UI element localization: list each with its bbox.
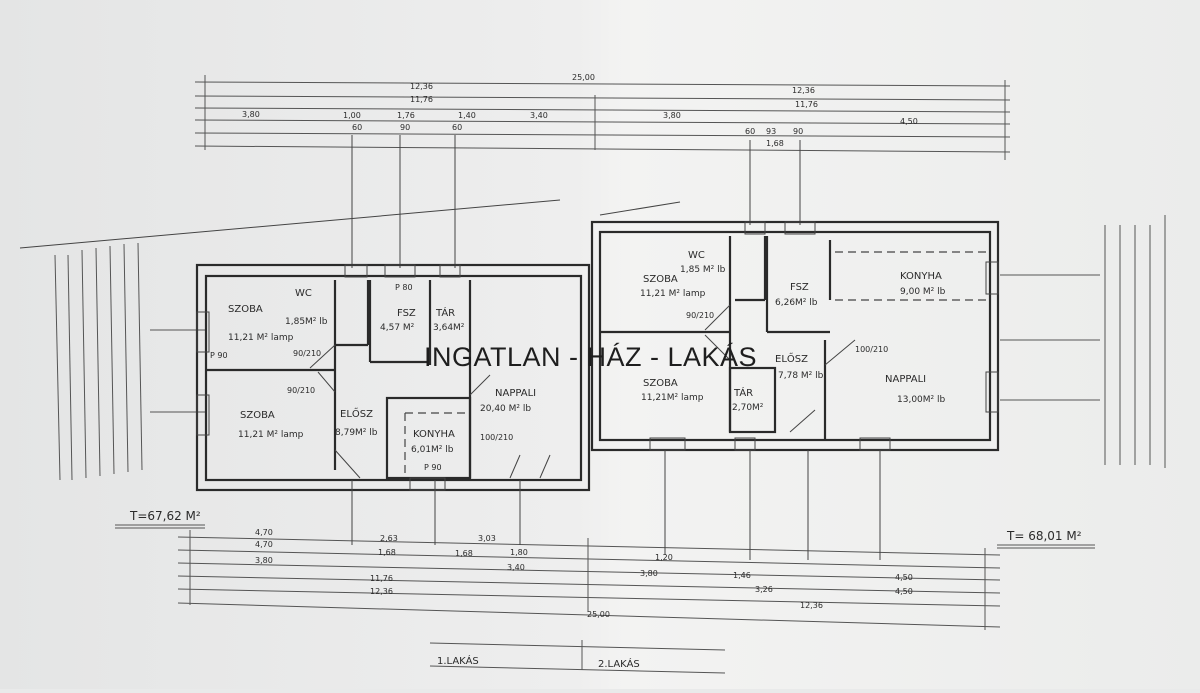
dim-label: 1,68 xyxy=(378,548,396,557)
room-name: KONYHA xyxy=(413,429,455,440)
room-name: NAPPALI xyxy=(495,388,536,399)
dim-label: 12,36 xyxy=(410,82,433,91)
dim-label: 4,50 xyxy=(895,587,913,596)
door-size: 100/210 xyxy=(855,345,888,354)
room-area: 6,26M² lb xyxy=(775,298,818,308)
door-size: 90/210 xyxy=(293,349,321,358)
dim-label: 11,76 xyxy=(410,95,433,104)
dim-label: 3,80 xyxy=(255,556,273,565)
room-area: 11,21 M² lamp xyxy=(228,333,294,343)
unit2-total-area: T= 68,01 M² xyxy=(1006,529,1082,543)
door-size: 90/210 xyxy=(686,311,714,320)
room-area: 7,78 M² lb xyxy=(778,371,824,381)
dim-label: 4,70 xyxy=(255,528,273,537)
bottom-dimension-lines xyxy=(115,450,1095,674)
room-name: FSZ xyxy=(397,308,416,319)
room-area: 13,00M² lb xyxy=(897,395,945,405)
dim-label: 12,36 xyxy=(792,86,815,95)
dim-label: 1,20 xyxy=(655,553,673,562)
room-name: SZOBA xyxy=(643,274,678,285)
room-name: TÁR xyxy=(435,306,455,319)
dim-label: 12,36 xyxy=(800,601,823,610)
dim-label: 3,40 xyxy=(530,111,548,120)
room-area: 11,21 M² lamp xyxy=(238,430,304,440)
dim-label: 60 xyxy=(745,127,755,136)
dim-label: 4,50 xyxy=(895,573,913,582)
dim-label: 1,76 xyxy=(397,111,415,120)
dim-label: 3,40 xyxy=(507,563,525,572)
unit1-total-area: T=67,62 M² xyxy=(129,509,201,523)
dim-label: 1,68 xyxy=(455,549,473,558)
room-name: WC xyxy=(295,288,312,299)
room-name: SZOBA xyxy=(240,410,275,421)
dim-label: 3,80 xyxy=(640,569,658,578)
dim-label: 1,00 xyxy=(343,111,361,120)
room-name: WC xyxy=(688,250,705,261)
room-area: 4,57 M² xyxy=(380,323,415,333)
room-area: 11,21 M² lamp xyxy=(640,289,706,299)
dim-label: 4,50 xyxy=(900,117,918,126)
room-name: NAPPALI xyxy=(885,374,926,385)
slope-line xyxy=(19,199,561,249)
room-name: TÁR xyxy=(733,386,753,399)
door-size: P 90 xyxy=(210,351,228,360)
dim-label: 3,80 xyxy=(242,110,260,119)
room-area: 20,40 M² lb xyxy=(480,404,531,414)
dim-label: 90 xyxy=(793,127,803,136)
dim-label: 11,76 xyxy=(795,100,818,109)
room-name: SZOBA xyxy=(228,304,263,315)
room-name: ELŐSZ xyxy=(340,406,373,420)
room-name: ELŐSZ xyxy=(775,351,808,365)
dim-label: 11,76 xyxy=(370,574,393,583)
dim-label: 1,46 xyxy=(733,571,751,580)
dim-label: 93 xyxy=(766,127,776,136)
dim-label: 60 xyxy=(452,123,462,132)
slope-line xyxy=(599,201,681,216)
door-size: P 90 xyxy=(424,463,442,472)
dim-label: 3,03 xyxy=(478,534,496,543)
room-area: 11,21M² lamp xyxy=(641,393,704,403)
unit2-walls xyxy=(590,220,1000,452)
top-dimension-lines xyxy=(194,75,1011,268)
room-area: 9,00 M² lb xyxy=(900,287,946,297)
dim-total-bottom: 25,00 xyxy=(587,610,610,619)
dim-label: 1,40 xyxy=(458,111,476,120)
unit1-label: 1.LAKÁS xyxy=(437,654,479,667)
dim-label: 3,26 xyxy=(755,585,773,594)
watermark-text: INGATLAN - HÁZ - LAKÁS xyxy=(424,342,757,372)
room-area: 6,01M² lb xyxy=(411,445,454,455)
room-area: 1,85 M² lb xyxy=(680,265,726,275)
dim-label: 60 xyxy=(352,123,362,132)
side-dimension-lines xyxy=(54,215,1166,481)
door-size: P 80 xyxy=(395,283,413,292)
dim-label: 3,80 xyxy=(663,111,681,120)
room-name: KONYHA xyxy=(900,271,942,282)
dim-label: 2,63 xyxy=(380,534,398,543)
door-size: 90/210 xyxy=(287,386,315,395)
dim-label: 12,36 xyxy=(370,587,393,596)
room-area: 8,79M² lb xyxy=(335,428,378,438)
dim-total-top: 25,00 xyxy=(572,73,595,82)
dim-label: 90 xyxy=(400,123,410,132)
door-size: 100/210 xyxy=(480,433,513,442)
room-area: 3,64M² xyxy=(433,323,465,333)
dim-label: 1,68 xyxy=(766,139,784,148)
dim-label: 1,80 xyxy=(510,548,528,557)
room-name: SZOBA xyxy=(643,378,678,389)
unit2-label: 2.LAKÁS xyxy=(598,657,640,670)
room-name: FSZ xyxy=(790,282,809,293)
unit1-walls xyxy=(195,263,591,492)
room-area: 1,85M² lb xyxy=(285,317,328,327)
room-area: 2,70M² xyxy=(732,403,764,413)
dim-label: 4,70 xyxy=(255,540,273,549)
